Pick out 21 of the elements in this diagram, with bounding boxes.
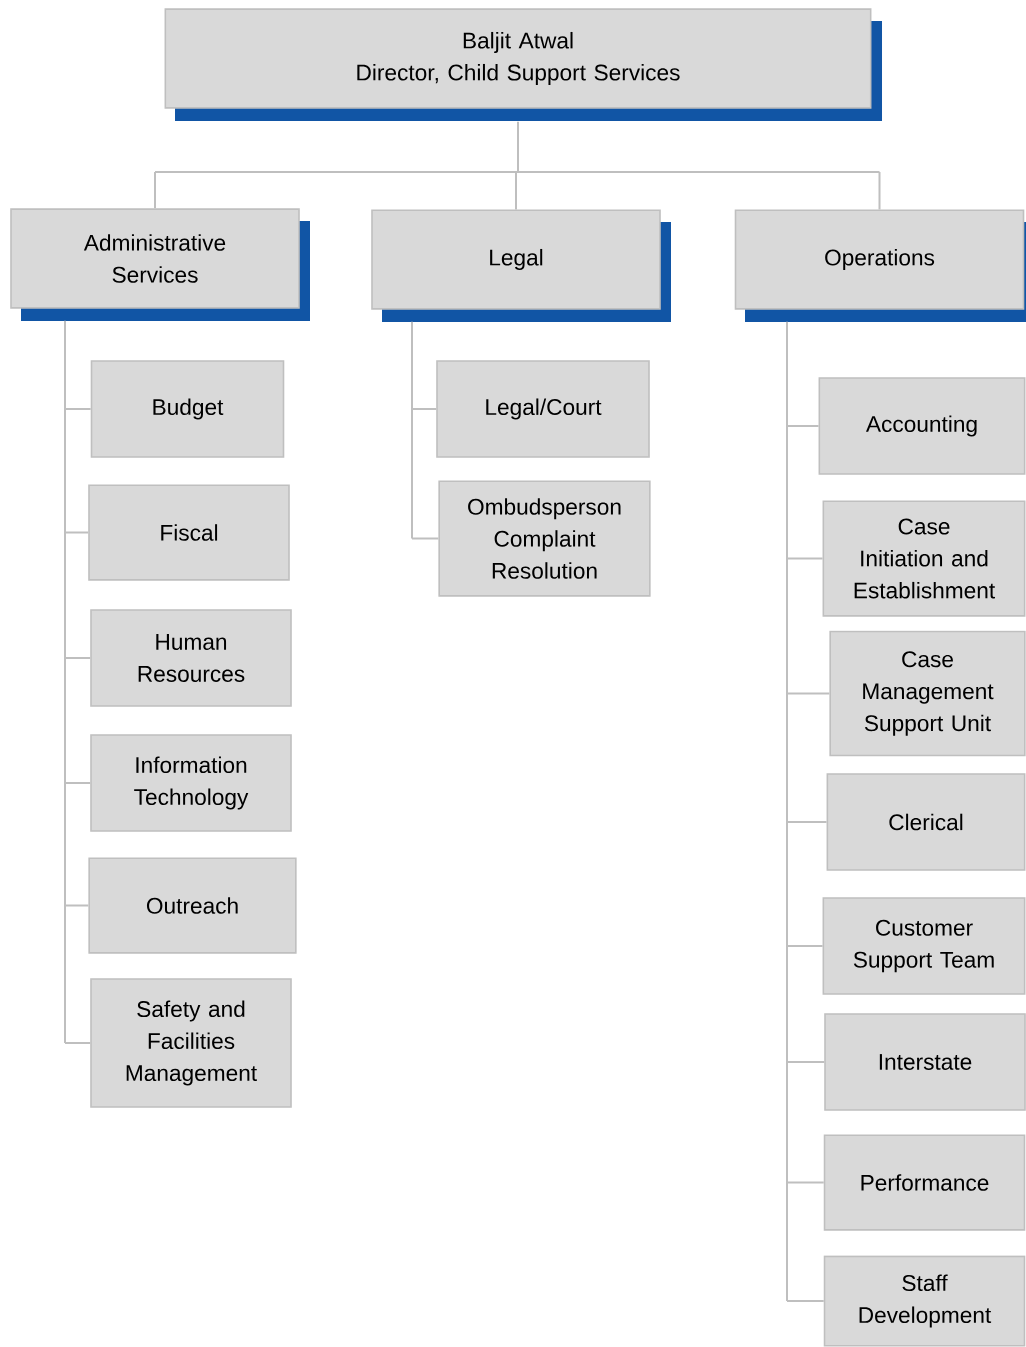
- unit-box: Case Management Support Unit: [829, 630, 1026, 757]
- unit-box: Case Initiation and Establishment: [822, 500, 1026, 617]
- unit-box: Information Technology: [90, 734, 292, 832]
- unit-box: Customer Support Team: [822, 897, 1026, 995]
- unit-box: Legal: [371, 209, 671, 322]
- unit-box: Accounting: [818, 377, 1026, 475]
- unit-box: Legal/Court: [436, 360, 650, 458]
- unit-box: Operations: [734, 209, 1026, 322]
- unit-box: Performance: [823, 1134, 1026, 1231]
- unit-box: Human Resources: [90, 609, 292, 707]
- unit-box: Ombudsperson Complaint Resolution: [438, 480, 651, 597]
- unit-box: Fiscal: [88, 484, 290, 581]
- unit-box: Interstate: [824, 1013, 1026, 1111]
- unit-box: Safety and Facilities Management: [90, 978, 292, 1108]
- director-box: Baljit Atwal Director, Child Support Services: [164, 8, 882, 121]
- unit-box: Clerical: [826, 773, 1026, 871]
- unit-box: Staff Development: [823, 1255, 1026, 1347]
- connector-line: [154, 120, 881, 211]
- unit-box: Budget: [90, 360, 285, 458]
- unit-box: Administrative Services: [10, 208, 310, 321]
- unit-box: Outreach: [88, 857, 297, 954]
